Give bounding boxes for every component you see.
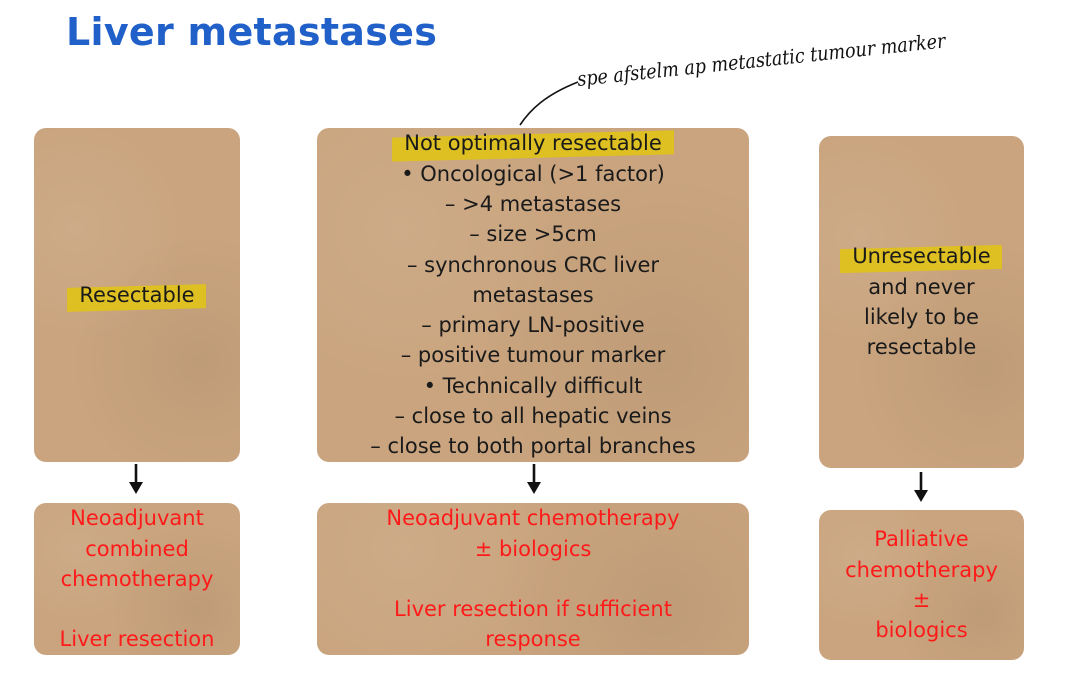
treatment-line: Palliative xyxy=(874,527,969,552)
arrow-left xyxy=(129,464,143,494)
treatment-line: chemotherapy xyxy=(60,567,214,591)
page-title: Liver metastases xyxy=(66,10,438,54)
treatment-line: combined xyxy=(85,536,189,561)
criteria-line: – close to all hepatic veins xyxy=(394,404,672,429)
criteria-line: – synchronous CRC liver xyxy=(406,252,659,277)
criteria-line: • Technically difficult xyxy=(423,373,643,398)
treatment-line: biologics xyxy=(875,618,968,643)
arrow-right xyxy=(914,472,928,502)
unresectable-treatment-box: Palliative chemotherapy ± biologics xyxy=(819,510,1024,660)
annotation-pointer-line xyxy=(519,81,579,126)
treatment-line: chemotherapy xyxy=(845,557,998,582)
resectable-box: Resectable xyxy=(34,128,240,462)
criteria-line: – positive tumour marker xyxy=(400,343,666,368)
treatment-line: ± biologics xyxy=(474,536,592,561)
unresectable-heading: Unresectable xyxy=(848,241,994,271)
not-optimally-resectable-box: Not optimally resectable • Oncological (… xyxy=(317,128,749,462)
unresectable-line: and never xyxy=(868,274,975,299)
criteria-line: • Oncological (>1 factor) xyxy=(401,161,665,186)
treatment-line: Neoadjuvant chemotherapy xyxy=(386,506,680,531)
criteria-line: – close to both portal branches xyxy=(370,434,696,459)
treatment-line: response xyxy=(485,627,581,652)
handwritten-note: spe afstelm ap metastatic tumour marker xyxy=(576,28,948,91)
unresectable-line: resectable xyxy=(866,335,977,360)
arrow-middle xyxy=(527,464,541,494)
criteria-line: metastases xyxy=(472,282,594,307)
criteria-line: – primary LN-positive xyxy=(421,313,645,338)
criteria-line: – >4 metastases xyxy=(444,191,622,216)
unresectable-line: likely to be xyxy=(864,305,979,329)
unresectable-box: Unresectable and never likely to be rese… xyxy=(819,136,1024,468)
treatment-line: Neoadjuvant xyxy=(70,506,204,531)
treatment-line: ± xyxy=(912,588,931,612)
resectable-treatment-box: Neoadjuvant combined chemotherapy Liver … xyxy=(34,503,240,655)
treatment-line: Liver resection if sufficient xyxy=(394,597,672,621)
not-optimally-resectable-heading: Not optimally resectable xyxy=(400,128,666,158)
treatment-line: Liver resection xyxy=(59,627,215,652)
criteria-line: – size >5cm xyxy=(469,222,597,247)
resectable-heading: Resectable xyxy=(75,280,198,310)
not-optimally-resectable-treatment-box: Neoadjuvant chemotherapy ± biologics Liv… xyxy=(317,503,749,655)
